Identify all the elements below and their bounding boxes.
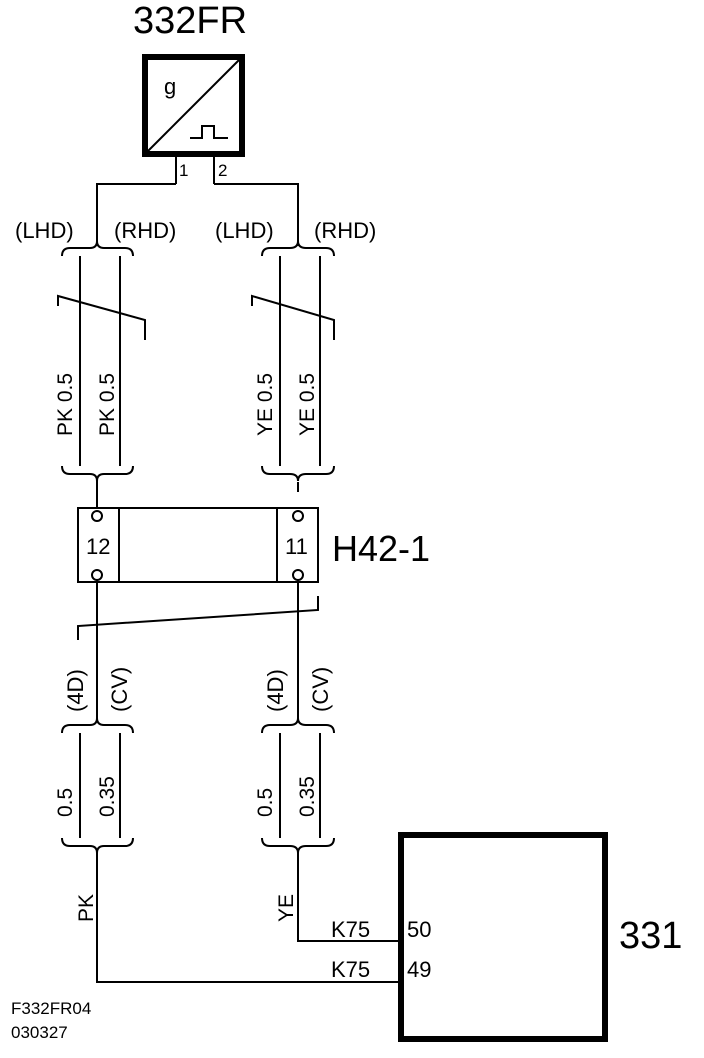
brace-top-left <box>61 240 134 257</box>
pin-11-bottom-terminal <box>292 569 304 581</box>
variant-left-lhd: (LHD) <box>15 218 74 243</box>
pin-12-top-terminal <box>91 510 103 522</box>
variant-left-4d: (4D) <box>63 669 88 712</box>
drawing-code: F332FR04 <box>11 999 91 1018</box>
pin-2-label: 2 <box>218 161 227 180</box>
wire-label-4: YE 0.5 <box>296 373 319 436</box>
wire-size-3: 0.5 <box>254 788 277 817</box>
pin-1-route <box>96 183 176 246</box>
wire-pk-to-pin-49 <box>96 853 401 983</box>
brace-lower-right-bottom <box>261 837 335 854</box>
component-331-title: 331 <box>619 915 682 957</box>
wire-label-2: PK 0.5 <box>96 373 119 436</box>
pulse-symbol-icon <box>190 125 228 139</box>
splice-k75-upper: K75 <box>331 917 370 942</box>
variant-right-rhd: (RHD) <box>314 218 376 243</box>
brace-lower-left-bottom <box>61 837 134 854</box>
twist-marker-left <box>57 294 146 340</box>
variant-left-cv: (CV) <box>107 667 132 712</box>
brace-mid-right <box>261 465 335 482</box>
wire-size-2: 0.35 <box>96 776 119 817</box>
brace-lower-left-top <box>61 717 134 734</box>
connector-pin-12-label: 12 <box>86 534 110 559</box>
brace-top-right <box>261 240 335 257</box>
wire-ye-to-pin-50 <box>297 853 401 942</box>
pin-12-bottom-terminal <box>91 569 103 581</box>
connector-h42-1-body <box>77 507 319 583</box>
pin-2-route <box>214 183 299 246</box>
pin-1-label: 1 <box>179 161 188 180</box>
drawing-date: 030327 <box>11 1023 68 1042</box>
wire-color-pk: PK <box>75 894 98 922</box>
twist-marker-right <box>251 294 335 340</box>
connector-pin-11-label: 11 <box>285 534 308 559</box>
converter-diagonal <box>144 56 243 155</box>
wire-size-4: 0.35 <box>296 776 319 817</box>
brace-lower-right-top <box>261 717 335 734</box>
wire-size-1: 0.5 <box>54 788 77 817</box>
component-332fr-box <box>142 54 245 157</box>
component-331-box <box>398 832 608 1042</box>
pin-11-top-terminal <box>292 510 304 522</box>
wire-label-3: YE 0.5 <box>254 373 277 436</box>
brace-mid-left <box>61 465 134 482</box>
variant-right-lhd: (LHD) <box>215 218 274 243</box>
splice-k75-lower: K75 <box>331 957 370 982</box>
twist-marker-middle <box>77 596 319 640</box>
component-332fr-title: 332FR <box>133 0 247 42</box>
variant-left-rhd: (RHD) <box>114 218 176 243</box>
component-331-pin-49: 49 <box>407 957 431 982</box>
variant-right-4d: (4D) <box>263 669 288 712</box>
component-331-pin-50: 50 <box>407 917 431 942</box>
wire-color-ye: YE <box>275 894 298 922</box>
wire-label-1: PK 0.5 <box>54 373 77 436</box>
variant-right-cv: (CV) <box>308 667 333 712</box>
connector-h42-1-name: H42-1 <box>332 528 430 569</box>
component-332fr-symbol: g <box>164 74 176 99</box>
